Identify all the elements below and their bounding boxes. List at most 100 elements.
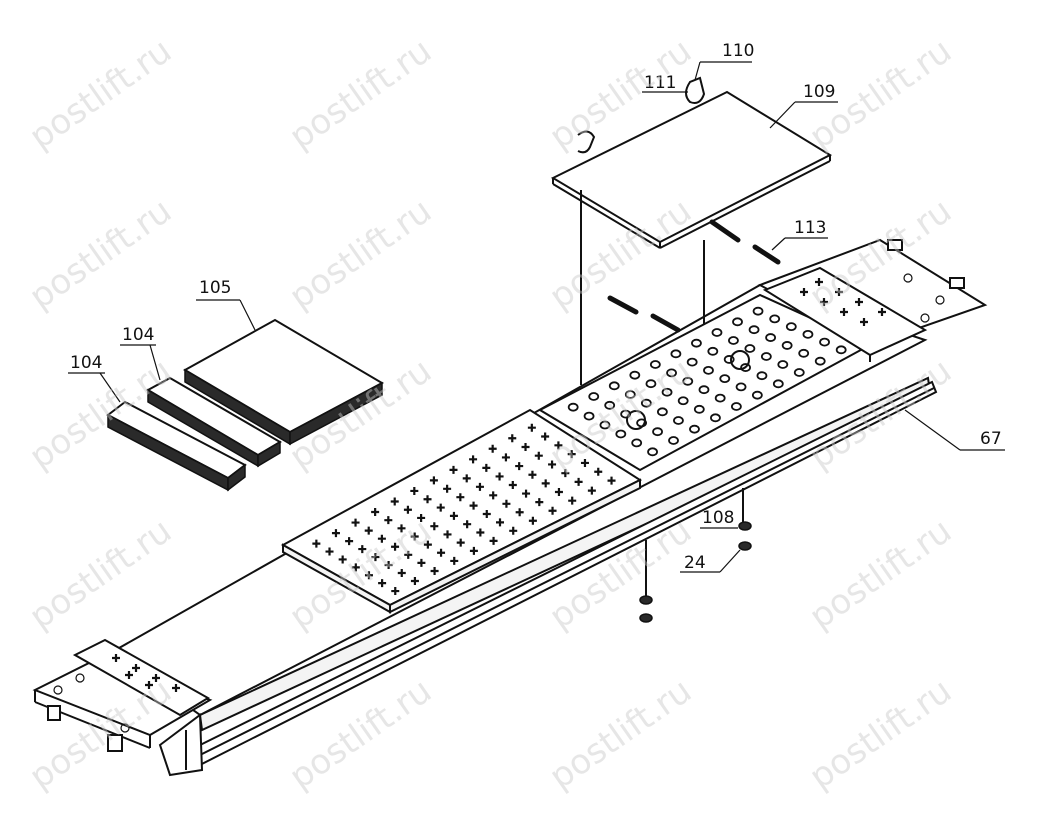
pad-cross-mark bbox=[554, 441, 563, 450]
pad-stud bbox=[673, 416, 684, 425]
pad-cross-mark bbox=[476, 528, 485, 537]
pad-cross-mark bbox=[548, 506, 557, 515]
pad-cross-mark bbox=[489, 491, 498, 500]
pad-stud bbox=[819, 337, 830, 347]
pad-cross-mark bbox=[554, 488, 563, 497]
pad-cross-mark bbox=[443, 484, 452, 493]
clip-110 bbox=[685, 76, 706, 104]
pad-cross-mark bbox=[338, 555, 347, 564]
pad-cross-mark bbox=[377, 534, 386, 543]
label-24: 24 bbox=[684, 553, 706, 573]
pad-stud bbox=[711, 328, 723, 337]
label-67: 67 bbox=[980, 429, 1002, 449]
pad-cross-mark bbox=[345, 537, 354, 546]
pad-stud bbox=[588, 392, 600, 401]
pad-stud bbox=[668, 436, 679, 445]
pad-stud bbox=[693, 404, 705, 414]
watermark-layer: postlift.ru postlift.ru postlift.ru postlif… bbox=[22, 31, 959, 797]
pad-stud bbox=[666, 368, 677, 378]
pad-cross-mark bbox=[469, 501, 478, 510]
pad-stud bbox=[777, 360, 789, 369]
pad-stud bbox=[710, 413, 721, 423]
pad-cross-mark bbox=[522, 489, 531, 498]
pad-cross-mark bbox=[450, 556, 459, 565]
pad-cross-mark bbox=[312, 539, 321, 548]
pad-stud bbox=[691, 338, 702, 348]
label-105: 105 bbox=[199, 278, 231, 298]
pad-cross-mark bbox=[390, 497, 399, 506]
pad-cross-mark bbox=[501, 453, 510, 462]
pad-stud bbox=[730, 402, 742, 411]
pad-stud bbox=[752, 306, 764, 316]
pad-cross-mark bbox=[417, 558, 426, 567]
pad-stud bbox=[677, 396, 689, 406]
pad-stud bbox=[656, 407, 668, 417]
pin-113-3 bbox=[607, 295, 639, 315]
pad-stud bbox=[629, 370, 641, 380]
center-pad-crosses bbox=[312, 423, 616, 596]
label-113: 113 bbox=[794, 218, 826, 238]
label-110: 110 bbox=[722, 41, 754, 61]
watermark-text: postlift.ru bbox=[22, 31, 179, 157]
pad-stud bbox=[751, 390, 763, 400]
pad-cross-mark bbox=[528, 516, 537, 525]
pad-cross-mark bbox=[449, 511, 458, 520]
pad-cross-mark bbox=[469, 546, 478, 555]
watermark-text: postlift.ru bbox=[802, 511, 959, 637]
rear-pad-bolt-1 bbox=[626, 410, 646, 430]
block-105-end bbox=[289, 381, 383, 446]
pad-stud bbox=[802, 329, 814, 339]
watermark-text: postlift.ru bbox=[282, 671, 439, 797]
pad-cross-mark bbox=[397, 524, 406, 533]
pad-cross-mark bbox=[430, 522, 439, 531]
block-104-middle-end bbox=[257, 440, 281, 468]
cover-plate-109 bbox=[550, 90, 833, 249]
block-104-front bbox=[106, 400, 247, 492]
watermark-text: postlift.ru bbox=[282, 191, 439, 317]
pins-113 bbox=[607, 219, 781, 333]
block-105 bbox=[182, 318, 385, 446]
pin-113-2 bbox=[752, 244, 781, 265]
washer-108-2 bbox=[639, 595, 653, 605]
pad-cross-mark bbox=[567, 450, 576, 459]
pad-cross-mark bbox=[482, 510, 491, 519]
pad-stud bbox=[735, 382, 747, 392]
pad-cross-mark bbox=[358, 545, 367, 554]
pad-cross-mark bbox=[391, 542, 400, 551]
pad-cross-mark bbox=[508, 481, 517, 490]
watermark-text: postlift.ru bbox=[542, 671, 699, 797]
pad-cross-mark bbox=[331, 529, 340, 538]
pad-cross-mark bbox=[527, 423, 536, 432]
pad-cross-mark bbox=[449, 465, 458, 474]
pad-stud bbox=[748, 325, 760, 335]
pad-cross-mark bbox=[417, 513, 426, 522]
pad-stud bbox=[835, 345, 847, 355]
block-104-front-end bbox=[227, 463, 246, 492]
pad-stud bbox=[785, 322, 797, 332]
pad-stud bbox=[769, 314, 781, 324]
watermark-text: postlift.ru bbox=[22, 511, 179, 637]
left-caster bbox=[47, 705, 61, 721]
pad-cross-mark bbox=[371, 553, 380, 562]
pad-stud bbox=[689, 424, 700, 434]
pad-stud bbox=[604, 400, 616, 410]
pad-cross-mark bbox=[456, 493, 465, 502]
label-111: 111 bbox=[644, 73, 676, 93]
pad-stud bbox=[798, 348, 810, 358]
pad-cross-mark bbox=[594, 467, 603, 476]
pad-stud bbox=[567, 402, 579, 412]
clip-left bbox=[577, 130, 596, 154]
pad-cross-mark bbox=[391, 587, 400, 596]
pad-stud bbox=[645, 379, 657, 389]
pad-cross-mark bbox=[574, 477, 583, 486]
center-pad-edge-front bbox=[389, 478, 641, 614]
pad-cross-mark bbox=[351, 518, 360, 527]
pad-stud bbox=[719, 374, 731, 384]
left-caster-2 bbox=[107, 734, 123, 752]
pad-cross-mark bbox=[561, 469, 570, 478]
pad-cross-mark bbox=[521, 442, 530, 451]
pad-stud bbox=[707, 346, 719, 356]
left-plate-crosses bbox=[112, 654, 180, 692]
pad-cross-mark bbox=[568, 496, 577, 505]
left-base-plate bbox=[32, 658, 213, 737]
